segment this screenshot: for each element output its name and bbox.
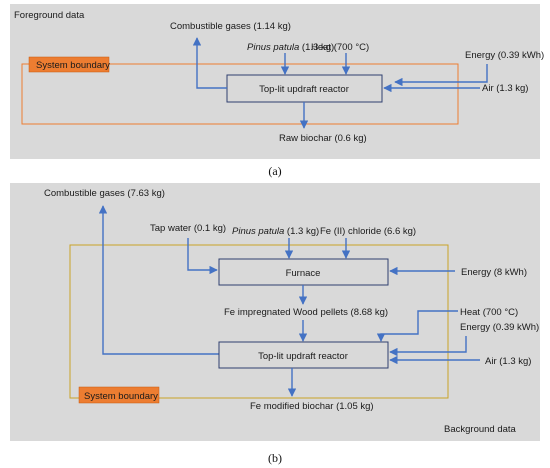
panel-b-heat-arrow (376, 310, 458, 342)
panel-b-heat-label: Heat (700 °C) (460, 307, 518, 318)
panel-b-modified-biochar-label: Fe modified biochar (1.05 kg) (250, 401, 374, 412)
panel-b: Combustible gases (7.63 kg) Tap water (0… (10, 183, 540, 441)
panel-b-system-boundary (69, 244, 449, 399)
panel-b-reactor-label: Top-lit updraft reactor (258, 351, 348, 362)
panel-b-system-boundary-label: System boundary (84, 391, 158, 402)
panel-b-furnace-label: Furnace (286, 268, 321, 279)
panel-b-pinus-label: Pinus patula (1.3 kg) (232, 226, 319, 237)
panel-b-tap-water-label: Tap water (0.1 kg) (150, 223, 226, 234)
panel-a-energy-arrow (394, 64, 488, 87)
panel-b-energy-reactor-label: Energy (0.39 kWh) (460, 322, 539, 333)
panel-a-raw-biochar-label: Raw biochar (0.6 kg) (279, 133, 367, 144)
panel-b-corner-label: Background data (444, 424, 517, 435)
panel-b-energy-furnace-label: Energy (8 kWh) (461, 267, 527, 278)
panel-a-system-boundary (21, 63, 459, 125)
panel-b-fe-chloride-label: Fe (II) chloride (6.6 kg) (320, 226, 416, 237)
panel-b-reactor-box (218, 341, 389, 369)
panel-b-combustible-gases-label: Combustible gases (7.63 kg) (44, 188, 165, 199)
panel-b-pellets-label: Fe impregnated Wood pellets (8.68 kg) (224, 307, 388, 318)
panel-a-corner-label: Foreground data (14, 10, 85, 21)
panel-b-combustible-gases-arrow (98, 205, 219, 355)
panel-a-system-boundary-label: System boundary (36, 60, 110, 71)
panel-a-heat-label: Heat (700 °C) (311, 42, 369, 53)
panel-a-combustible-gases-label: Combustible gases (1.14 kg) (170, 21, 291, 32)
panel-a-caption: (a) (268, 164, 281, 178)
panel-b-air-label: Air (1.3 kg) (485, 356, 531, 367)
panel-a-energy-label: Energy (0.39 kWh) (465, 50, 544, 61)
panel-a-system-boundary-label-box (28, 56, 110, 73)
panel-b-caption: (b) (268, 451, 282, 465)
panel-b-energy-reactor-arrow (389, 336, 467, 357)
panel-a: Foreground data System boundary Top-lit … (10, 4, 544, 159)
panel-b-tap-water-arrow (187, 238, 218, 275)
panel-b-system-boundary-label-box (78, 386, 160, 404)
panel-a-reactor-label: Top-lit updraft reactor (259, 84, 349, 95)
panel-a-combustible-gases-arrow (192, 37, 227, 89)
panel-a-air-label: Air (1.3 kg) (482, 83, 528, 94)
panel-a-pinus-label: Pinus patula (1.3 kg) (247, 42, 334, 53)
